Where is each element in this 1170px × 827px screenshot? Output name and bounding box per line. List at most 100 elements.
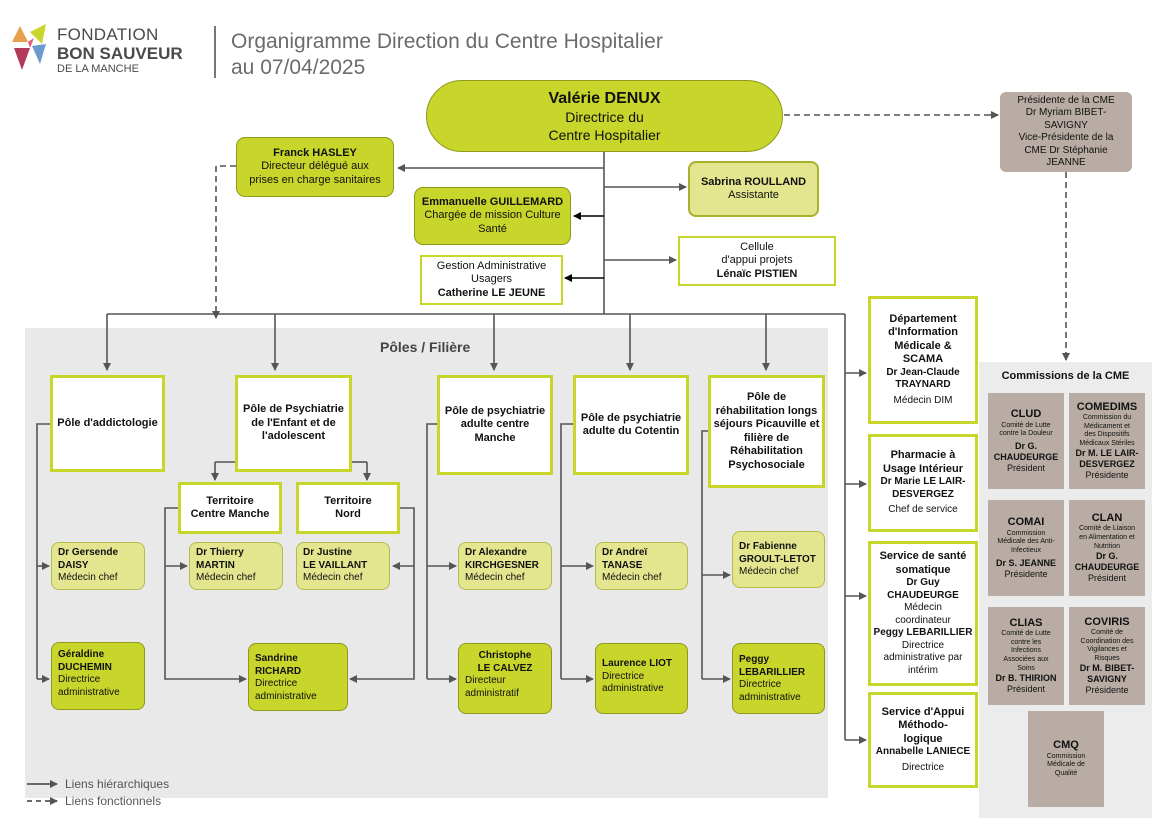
clias-p1: Dr B. THIRION — [995, 673, 1057, 684]
pharma-l4: DESVERGEZ — [892, 488, 954, 500]
lebarillier-r1: Directrice — [739, 679, 782, 690]
somatique-l4: CHAUDEURGE — [887, 589, 959, 601]
coviris-d3: Vigilances et — [1087, 646, 1127, 654]
roulland-box: Sabrina ROULLAND Assistante — [688, 161, 819, 217]
cmq-d3: Qualité — [1054, 770, 1078, 778]
admin-richard: Sandrine RICHARD Directrice administrati… — [248, 643, 348, 711]
clias-d3: Infections — [1011, 647, 1041, 655]
pole-enfant-l1: Pôle de Psychiatrie — [243, 403, 344, 416]
pole-rehab-l5: Réhabilitation — [730, 445, 803, 457]
cmq-name: CMQ — [1053, 739, 1079, 752]
clud-role: Président — [1006, 462, 1046, 473]
clias-role: Président — [1006, 684, 1046, 695]
appui-l1: Service d'Appui — [881, 705, 965, 718]
commission-coviris: COVIRIS Comité de Coordination des Vigil… — [1069, 607, 1145, 705]
clias-name: CLIAS — [1009, 616, 1043, 629]
somatique-l2: somatique — [895, 563, 951, 576]
commission-clias: CLIAS Comité de Lutte contre les Infecti… — [988, 607, 1064, 705]
dim-l1: Département — [889, 312, 957, 325]
cellule-l1: Cellule — [740, 240, 774, 253]
tanase-role: Médecin chef — [602, 572, 662, 583]
hasley-role-2: prises en charge sanitaires — [249, 173, 381, 186]
pole-enfant: Pôle de Psychiatrie de l'Enfant et de l'… — [235, 375, 352, 472]
comedims-name: COMEDIMS — [1076, 400, 1138, 413]
liot-r2: administrative — [602, 683, 664, 694]
guillemard-role-2: Santé — [478, 222, 507, 235]
duchemin-l2: DUCHEMIN — [58, 661, 112, 673]
cme-l5: CME Dr Stéphanie — [1024, 144, 1108, 156]
legend-hierarchical: Liens hiérarchiques — [65, 777, 170, 791]
clan-name: CLAN — [1091, 511, 1123, 524]
director-role-1: Directrice du — [565, 108, 644, 125]
comedims-role: Présidente — [1085, 470, 1129, 481]
duchemin-r2: administrative — [58, 686, 120, 698]
somatique-l9: administrative par — [883, 652, 963, 663]
guillemard-name: Emmanuelle GUILLEMARD — [421, 195, 564, 208]
territoire-nord-l1: Territoire — [324, 494, 372, 507]
cme-l2: Dr Myriam BIBET- — [1025, 107, 1107, 118]
territoire-nord-l2: Nord — [335, 508, 361, 520]
tanase-l2: TANASE — [602, 559, 643, 571]
clan-p2: CHAUDEURGE — [1074, 562, 1140, 573]
appui-l3: logique — [903, 732, 943, 745]
roulland-name: Sabrina ROULLAND — [700, 175, 807, 188]
pole-rehab-l6: Psychosociale — [728, 458, 805, 471]
coviris-d4: Risques — [1094, 654, 1120, 662]
clan-role: Président — [1087, 573, 1127, 584]
cellule-l2: d'appui projets — [721, 254, 793, 267]
calvez-r1: Directeur — [465, 675, 506, 686]
clan-d1: Comité de Liaison — [1078, 525, 1136, 533]
commission-cmq: CMQ Commission Médicale de Qualité — [1028, 711, 1104, 807]
groult-l1: Dr Fabienne — [739, 541, 797, 552]
commission-comai: COMAI Commission Médicale des Anti- Infe… — [988, 500, 1064, 596]
pharma-role: Chef de service — [888, 504, 958, 516]
comai-d3: Infectieux — [1011, 547, 1041, 555]
richard-l1: Sandrine — [255, 653, 298, 664]
martin-role: Médecin chef — [196, 572, 256, 583]
liot-l1: Laurence LIOT — [602, 658, 673, 669]
lebarillier-l2: LEBARILLIER — [739, 666, 806, 678]
kirch-role: Médecin chef — [465, 572, 525, 583]
pole-centre-l2: adulte centre — [460, 418, 530, 431]
cellule-name: Lénaïc PISTIEN — [716, 267, 798, 280]
dim-l2: d'Information — [888, 326, 958, 339]
pole-rehab-l2: réhabilitation longs — [715, 404, 818, 417]
title-line2: au 07/04/2025 — [231, 56, 366, 79]
clan-p1: Dr G. — [1095, 551, 1118, 562]
clud-p1: Dr G. — [1014, 440, 1037, 451]
clan-d3: Nutrition — [1093, 542, 1121, 550]
comai-d2: Médicale des Anti- — [997, 538, 1055, 546]
admin-liot: Laurence LIOT Directrice administrative — [595, 643, 688, 714]
somatique-l5: Médecin — [904, 602, 942, 613]
pole-cotentin-l1: Pôle de psychiatrie — [580, 411, 682, 424]
guillemard-role-1: Chargée de mission Culture — [424, 209, 561, 222]
medecin-martin: Dr Thierry MARTIN Médecin chef — [189, 542, 283, 590]
territoire-centre-l1: Territoire — [206, 494, 254, 507]
cme-l3: SAVIGNY — [1044, 119, 1088, 131]
comedims-d3: des Dispositifs — [1084, 431, 1130, 439]
pole-rehab-l1: Pôle de — [746, 391, 787, 403]
pole-addicto-title: Pôle d'addictologie — [57, 416, 158, 429]
director-role-2: Centre Hospitalier — [548, 126, 661, 143]
logo-line1: FONDATION — [57, 25, 159, 44]
territoire-nord: Territoire Nord — [296, 482, 400, 534]
service-dim: Département d'Information Médicale & SCA… — [868, 296, 978, 424]
somatique-l6: coordinateur — [895, 614, 951, 626]
coviris-role: Présidente — [1085, 685, 1129, 696]
commission-clud: CLUD Comité de Lutte contre la Douleur D… — [988, 393, 1064, 489]
territoire-centre-l2: Centre Manche — [190, 508, 270, 520]
pharma-l2: Usage Intérieur — [882, 462, 964, 475]
poles-title: Pôles / Filière — [380, 339, 471, 355]
pole-centre-l3: Manche — [474, 431, 516, 444]
commission-clan: CLAN Comité de Liaison en Alimentation e… — [1069, 500, 1145, 596]
coviris-d2: Coordination des — [1080, 637, 1134, 645]
comai-p1: Dr S. JEANNE — [995, 557, 1057, 568]
vaillant-l2: LE VAILLANT — [303, 559, 368, 571]
pole-centre-l1: Pôle de psychiatrie — [444, 404, 546, 417]
daisy-role: Médecin chef — [58, 572, 118, 583]
territoire-centre-manche: Territoire Centre Manche — [178, 482, 282, 534]
dim-l5: Dr Jean-Claude — [886, 366, 960, 378]
pole-rehab-l4: filière de — [743, 431, 790, 444]
cme-l1: Présidente de la CME — [1017, 94, 1115, 106]
